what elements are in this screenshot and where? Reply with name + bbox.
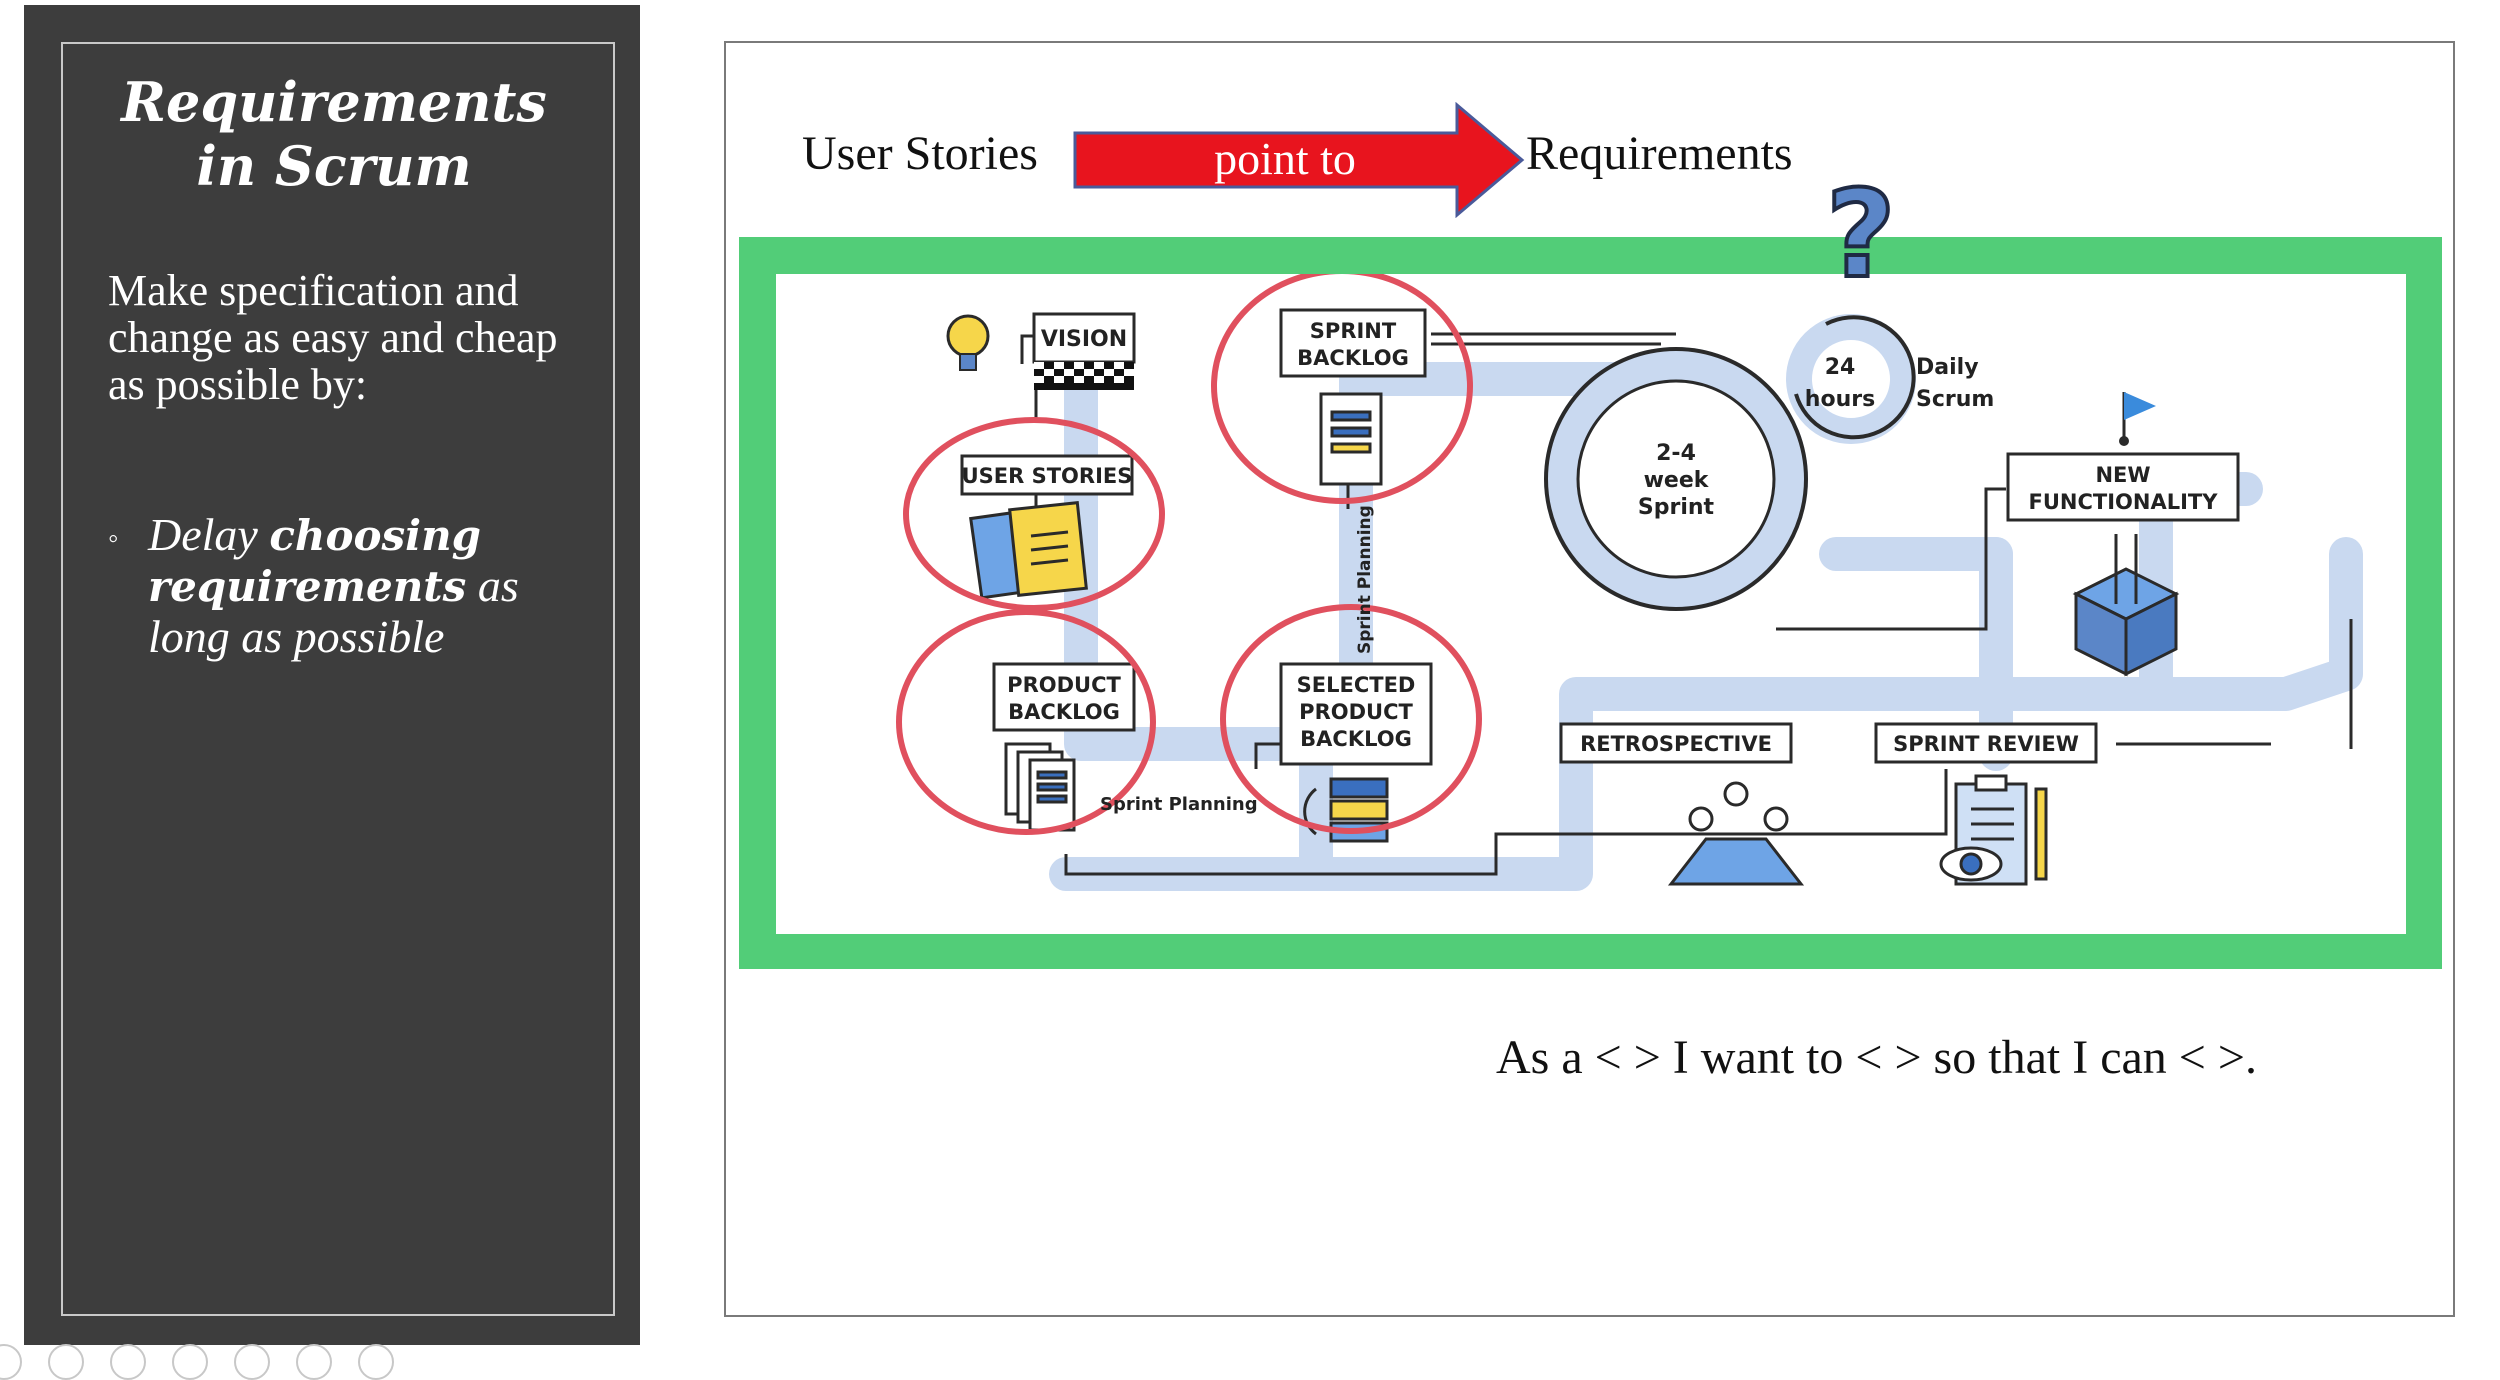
checkered-flag-icon: [1034, 362, 1134, 390]
selected-line-2: PRODUCT: [1299, 700, 1413, 724]
sprint-line-2: week: [1644, 468, 1710, 493]
sprint-backlog-doc-icon: [1319, 392, 1383, 486]
arrow-label: point to: [1214, 133, 1356, 184]
bullet-part-1: Delay: [148, 509, 270, 560]
play-icon[interactable]: [48, 1344, 84, 1380]
flag-icon: [2119, 392, 2156, 446]
sidebar-content: Requirements in Scrum Make specification…: [24, 5, 640, 1345]
new-functionality-line-1: NEW: [2095, 463, 2150, 487]
daily-loop-outline: [1794, 315, 1916, 440]
user-stories-label: User Stories: [802, 127, 1038, 180]
requirements-label: Requirements: [1526, 127, 1793, 180]
title-line-2: in Scrum: [196, 134, 472, 198]
sprint-road-loop: [1544, 347, 1808, 611]
bullet-bold: choosing requirements: [148, 511, 481, 611]
documents-icon: [969, 501, 1088, 600]
zoom-icon[interactable]: [234, 1344, 270, 1380]
presenter-toolbar: [0, 1340, 420, 1380]
selected-line-1: SELECTED: [1297, 673, 1416, 697]
more-options-icon[interactable]: [358, 1344, 394, 1380]
slide-title: Requirements in Scrum: [84, 70, 584, 198]
sprint-circle-outline: [1544, 347, 1808, 611]
team-meeting-icon: [1667, 781, 1805, 886]
box-icon: [2072, 534, 2180, 677]
bullet-part-2: as long as possible: [148, 560, 519, 662]
grid-icon[interactable]: [172, 1344, 208, 1380]
product-backlog-line-1: PRODUCT: [1007, 673, 1121, 697]
sprint-planning-vertical-label: Sprint Planning: [1355, 505, 1375, 654]
bullet-text: Delay choosing requirements as long as p…: [148, 510, 598, 662]
product-backlog-line-2: BACKLOG: [1008, 700, 1120, 724]
new-functionality-line-2: FUNCTIONALITY: [2029, 490, 2219, 514]
diagram-boxes: [960, 308, 2240, 766]
sidebar-panel: [24, 5, 640, 1345]
sprint-backlog-line-2: BACKLOG: [1297, 346, 1409, 370]
hours-line-2: hours: [1805, 387, 1875, 412]
sidebar-border: [61, 42, 615, 1316]
prev-slide-icon[interactable]: [0, 1344, 22, 1380]
question-mark-icon: ?: [1824, 166, 1898, 305]
selected-line-3: BACKLOG: [1300, 727, 1412, 751]
daily-line-2: Scrum: [1916, 387, 1994, 412]
user-story-template: As a < > I want to < > so that I can < >…: [1496, 1031, 2257, 1084]
bullet-marker: ◦: [108, 522, 119, 555]
connector-lines: [1020, 332, 2353, 876]
scrum-process-diagram: VISION USER STORIES PRODUCT BACKLOG SPRI…: [896, 274, 2363, 891]
daily-road-loop: [1786, 314, 1916, 444]
user-stories-box-label: USER STORIES: [962, 464, 1133, 488]
lightbulb-icon: [946, 314, 990, 371]
sprint-center: [1576, 379, 1776, 579]
pen-icon[interactable]: [110, 1344, 146, 1380]
retrospective-label: RETROSPECTIVE: [1580, 732, 1772, 756]
title-line-1: Requirements: [121, 70, 547, 134]
sprint-review-label: SPRINT REVIEW: [1893, 732, 2079, 756]
highlight-circles: [896, 274, 1482, 835]
sprint-backlog-line-1: SPRINT: [1310, 319, 1397, 343]
body-text: Make specification and change as easy an…: [108, 266, 558, 409]
sprint-planning-label: Sprint Planning: [1100, 794, 1258, 815]
daily-line-1: Daily: [1916, 355, 1979, 380]
red-arrow-icon: [1073, 102, 1525, 218]
sprint-line-1: 2-4: [1656, 441, 1696, 466]
vision-label: VISION: [1041, 327, 1127, 352]
subtitles-icon[interactable]: [296, 1344, 332, 1380]
sprint-line-3: Sprint: [1638, 495, 1715, 520]
backlog-stack-icon: [1004, 742, 1076, 832]
hours-line-1: 24: [1825, 355, 1856, 380]
clipboard-eye-icon: [1939, 774, 2048, 886]
